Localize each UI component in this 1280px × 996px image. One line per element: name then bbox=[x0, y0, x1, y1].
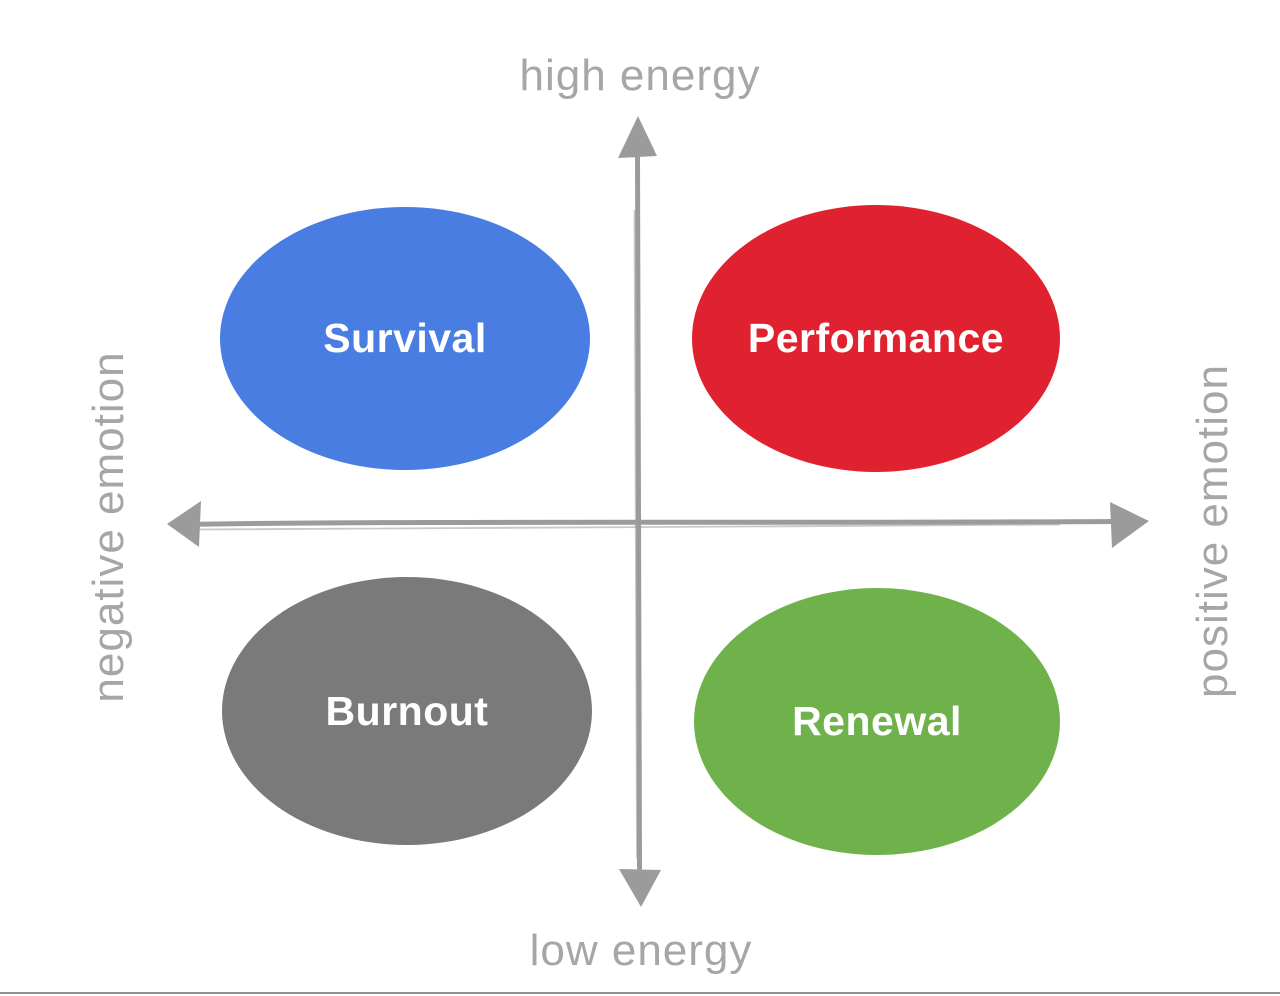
quadrant-renewal-label: Renewal bbox=[792, 698, 962, 744]
axis-label-negative-emotion: negative emotion bbox=[84, 351, 133, 703]
quadrant-burnout: Burnout bbox=[222, 577, 592, 845]
quadrant-performance: Performance bbox=[692, 205, 1060, 472]
quadrant-performance-label: Performance bbox=[747, 315, 1005, 361]
arrowhead-left-icon bbox=[167, 501, 201, 547]
arrowhead-down-icon bbox=[619, 869, 661, 907]
horizontal-axis-line bbox=[175, 519, 1115, 527]
vertical-axis-line bbox=[635, 152, 642, 871]
quadrant-survival: Survival bbox=[220, 207, 590, 470]
arrowhead-up-icon bbox=[618, 116, 657, 158]
bottom-edge-rule bbox=[0, 992, 1280, 994]
arrowhead-right-icon bbox=[1110, 502, 1149, 548]
axis-label-low-energy: low energy bbox=[529, 926, 753, 975]
quadrant-renewal: Renewal bbox=[694, 588, 1060, 855]
axis-label-high-energy: high energy bbox=[519, 51, 761, 100]
quadrant-survival-label: Survival bbox=[323, 315, 487, 361]
quadrant-burnout-label: Burnout bbox=[325, 687, 489, 734]
axis-label-positive-emotion: positive emotion bbox=[1188, 364, 1237, 698]
vertical-axis-line-sketch bbox=[633, 209, 638, 859]
horizontal-axis-line-sketch bbox=[194, 523, 1061, 531]
